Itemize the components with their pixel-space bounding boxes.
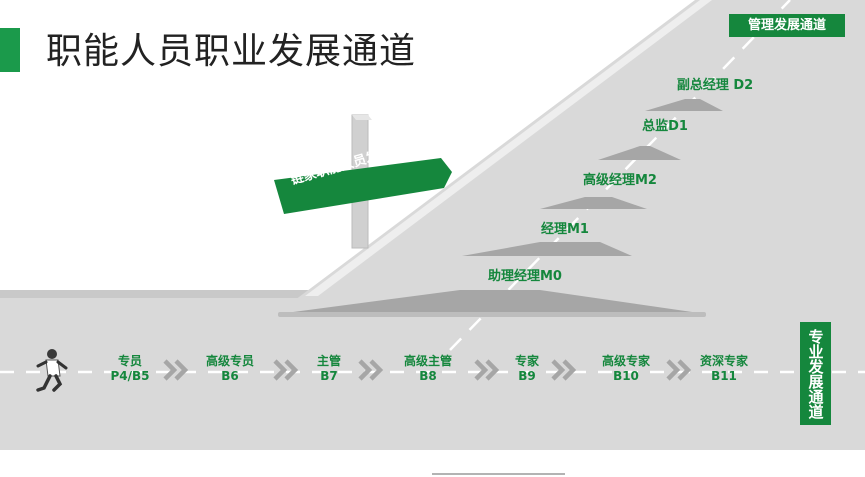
professional-level-p4-b5: 专员 P4/B5 [100, 354, 160, 384]
management-road-edge [305, 0, 712, 296]
level-code: B11 [711, 369, 737, 383]
professional-level-b11: 资深专家 B11 [688, 354, 760, 384]
step-platform-m2 [540, 197, 647, 209]
page-title: 职能人员职业发展通道 [46, 31, 417, 72]
step-platform-m1 [462, 242, 632, 256]
step-platform-d2 [645, 99, 723, 111]
management-step-m1: 经理M1 [541, 222, 589, 237]
level-title: 高级专员 [205, 354, 254, 368]
double-chevron-right-icon [474, 359, 500, 381]
level-title: 高级主管 [403, 354, 452, 368]
level-code: B9 [518, 369, 536, 383]
management-step-m2: 高级经理M2 [583, 173, 657, 188]
management-step-d2: 副总经理 D2 [676, 78, 754, 93]
level-code: B10 [613, 369, 639, 383]
double-chevron-right-icon [163, 359, 189, 381]
professional-track-badge: 专业发展通道 [800, 322, 831, 425]
professional-level-b9: 专家 B9 [497, 354, 557, 384]
level-title: 专家 [514, 354, 539, 368]
management-step-m0: 助理经理M0 [488, 269, 562, 284]
level-code: B6 [221, 369, 239, 383]
step-platform-m0 [278, 290, 706, 314]
level-title: 高级专家 [601, 354, 650, 368]
level-title: 专员 [117, 354, 142, 368]
professional-level-b6: 高级专员 B6 [195, 354, 265, 384]
level-code: P4/B5 [110, 369, 150, 383]
professional-level-b10: 高级专家 B10 [590, 354, 662, 384]
double-chevron-right-icon [551, 359, 577, 381]
management-road-center-line [449, 0, 791, 351]
management-step-d1: 总监D1 [642, 119, 688, 134]
double-chevron-right-icon [273, 359, 299, 381]
progression-chevrons [163, 359, 692, 381]
signpost-top [352, 115, 372, 120]
management-road [295, 0, 865, 300]
management-track-badge: 管理发展通道 [729, 14, 845, 37]
level-code: B7 [320, 369, 338, 383]
professional-level-b7: 主管 B7 [299, 354, 359, 384]
signpost-board [274, 158, 452, 214]
management-steps [278, 99, 723, 317]
professional-level-b8: 高级主管 B8 [392, 354, 464, 384]
double-chevron-right-icon [358, 359, 384, 381]
step-platform-d1 [598, 146, 681, 160]
title-accent-bar [0, 28, 20, 72]
step-shadow-m0 [278, 312, 706, 317]
running-man-icon [36, 349, 68, 392]
level-title: 资深专家 [699, 354, 748, 368]
level-code: B8 [419, 369, 437, 383]
level-title: 主管 [316, 354, 341, 368]
double-chevron-right-icon [666, 359, 692, 381]
